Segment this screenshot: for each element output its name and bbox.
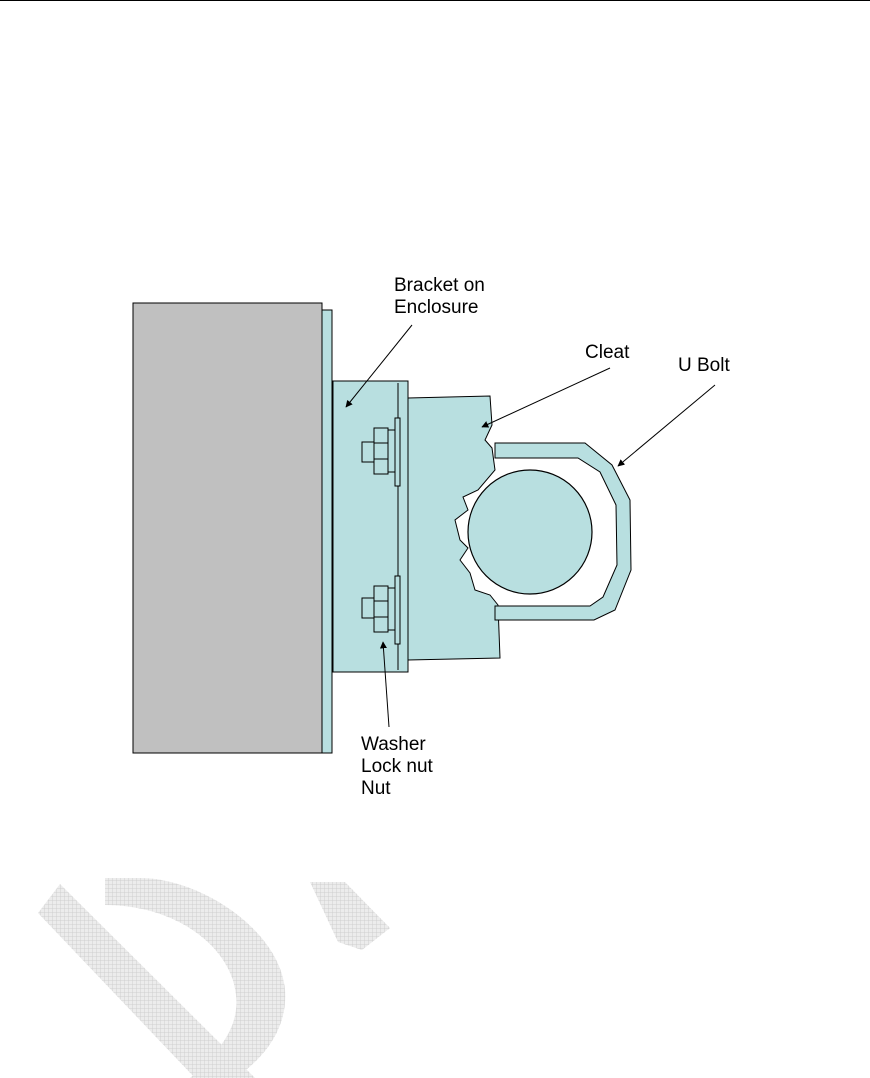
lower-lock-nut	[388, 588, 395, 630]
pipe	[468, 470, 592, 594]
lower-nut	[374, 586, 388, 632]
upper-lock-nut	[388, 430, 395, 472]
watermark	[38, 878, 390, 1078]
cleat-label-text: Cleat	[585, 342, 629, 364]
enclosure-plate	[322, 310, 332, 753]
hardware-label-line-3: Nut	[361, 778, 433, 800]
bracket-label-line-2: Enclosure	[394, 297, 485, 319]
cleat-leader-arrow	[482, 368, 610, 427]
cleat-label: Cleat	[585, 342, 629, 364]
upper-bolt-tip	[362, 442, 374, 462]
upper-nut	[374, 428, 388, 474]
watermark-stroke-3	[310, 882, 390, 950]
upper-washer	[395, 418, 400, 486]
hardware-label-line-1: Washer	[361, 734, 433, 756]
hardware-label-line-2: Lock nut	[361, 756, 433, 778]
u-bolt-label: U Bolt	[678, 355, 730, 377]
bracket-label: Bracket on Enclosure	[394, 275, 485, 319]
lower-bolt-tip	[362, 598, 374, 618]
hardware-label: Washer Lock nut Nut	[361, 734, 433, 800]
enclosure	[133, 303, 322, 753]
bracket-label-line-1: Bracket on	[394, 275, 485, 297]
u-bolt-leader-arrow	[618, 385, 715, 466]
lower-washer	[395, 576, 400, 644]
u-bolt-label-text: U Bolt	[678, 355, 730, 377]
